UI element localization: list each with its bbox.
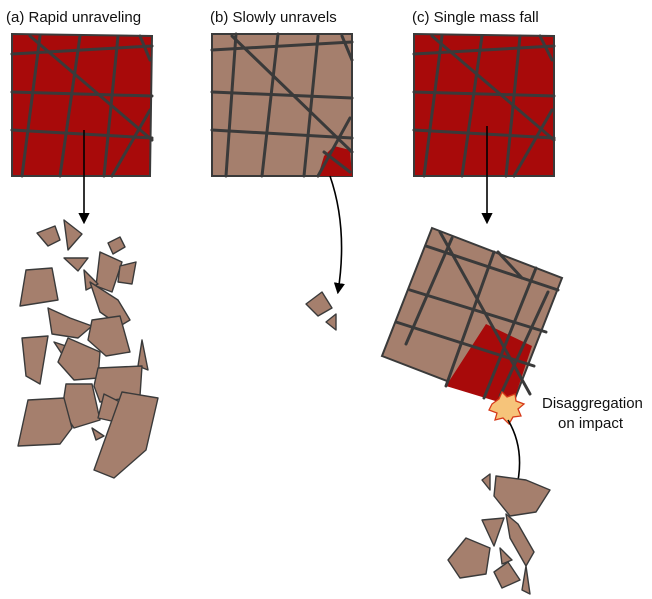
panel-c-title: (c) Single mass fall [412,9,539,26]
panel-a-title: (a) Rapid unraveling [6,9,141,26]
annotation-line-2: on impact [558,415,624,432]
panel-c-intact-block [412,32,556,178]
impact-burst-icon [488,390,526,426]
panel-b-fall-arrow [329,175,345,295]
panel-b-debris [305,291,337,331]
panel-b-intact-block [210,32,354,178]
panel-c-tilted-block [380,226,564,408]
panel-c-debris [447,473,551,595]
annotation-line-1: Disaggregation [542,395,643,412]
panel-a-intact-block [10,32,154,178]
panel-b-title: (b) Slowly unravels [210,9,337,26]
panel-a-debris [17,219,159,479]
